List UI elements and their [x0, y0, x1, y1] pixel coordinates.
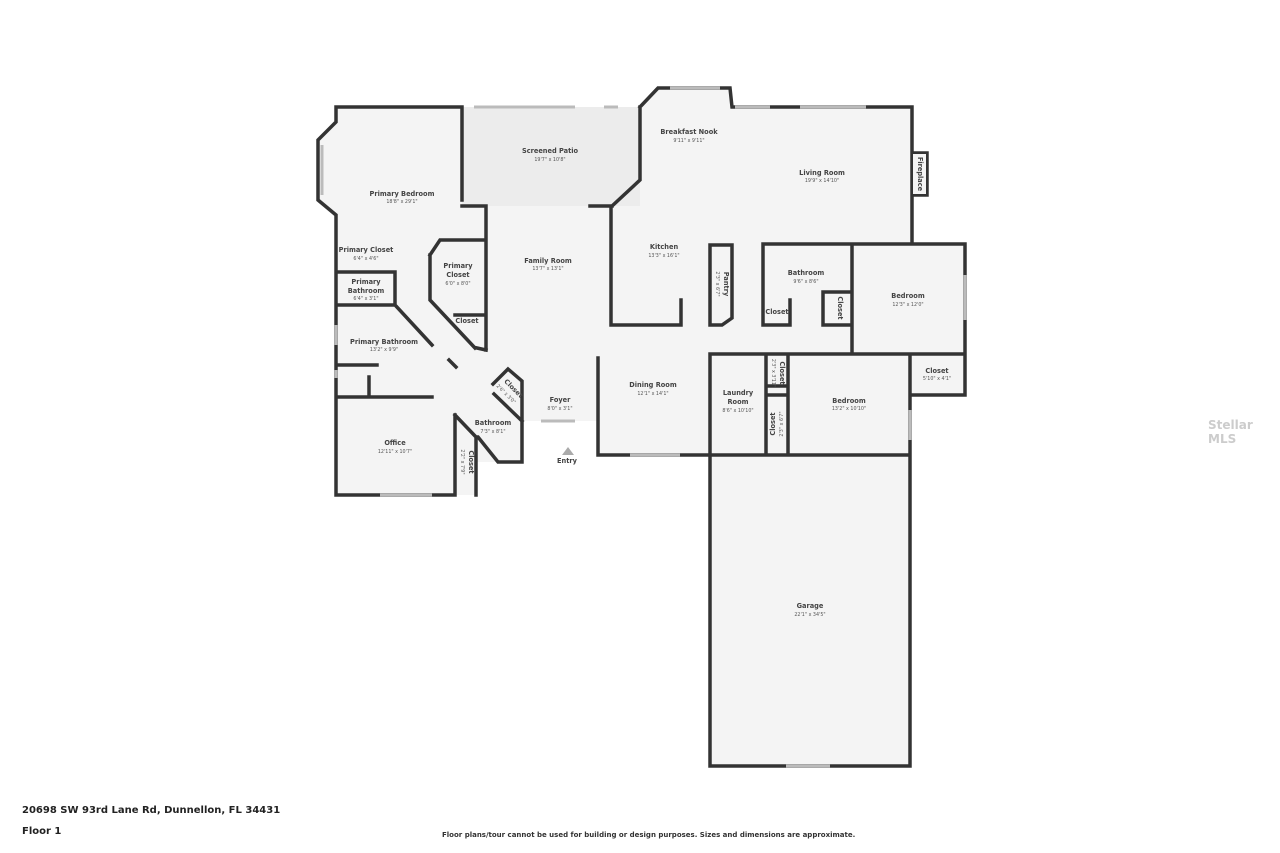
room-garage: Garage [797, 602, 824, 610]
room-bedroom-1: Bedroom [891, 292, 925, 300]
room-closet: Closet [467, 450, 475, 473]
room-dims: 12'3" x 12'0" [892, 302, 923, 308]
room-primary-bedroom: Primary Bedroom [370, 190, 435, 198]
room-breakfast-nook: Breakfast Nook [660, 128, 718, 136]
room-dims: 2'2" x 7'9" [459, 449, 465, 474]
disclaimer: Floor plans/tour cannot be used for buil… [442, 831, 856, 839]
room-labels: Screened Patio 19'7" x 10'8" Primary Bed… [339, 128, 951, 618]
room-dims: 8'0" x 3'1" [547, 406, 572, 412]
room-closet: Closet [778, 361, 786, 384]
room-dims: 12'11" x 10'7" [378, 449, 412, 455]
room-dims: 18'8" x 29'1" [386, 199, 417, 205]
entry-arrow-icon [562, 447, 574, 455]
room-closet: Closet [455, 317, 478, 325]
room-closet: Closet [836, 296, 844, 319]
room-screened-patio: Screened Patio [522, 147, 579, 155]
room-dims: 13'7" x 13'1" [532, 266, 563, 272]
room-dims: 9'6" x 8'6" [793, 279, 818, 285]
room-dims: 13'2" x 9'9" [370, 347, 398, 353]
room-dims: 13'3" x 16'1" [648, 253, 679, 259]
address: 20698 SW 93rd Lane Rd, Dunnellon, FL 344… [22, 805, 281, 816]
room-dims: 2'3" x 6'7" [779, 411, 785, 436]
room-dims: 6'4" x 3'1" [353, 296, 378, 302]
room-closet: Closet [765, 308, 788, 316]
room-fireplace: Fireplace [916, 157, 924, 192]
floor-label: Floor 1 [22, 826, 62, 837]
room-dims: 6'0" x 8'0" [445, 281, 470, 287]
room-kitchen: Kitchen [650, 243, 679, 251]
floor-area [318, 88, 965, 766]
room-closet: Closet [769, 412, 777, 435]
watermark: Stellar MLS [1208, 418, 1253, 446]
room-dims: 7'3" x 8'1" [480, 429, 505, 435]
room-living-room: Living Room [799, 169, 845, 177]
entry-label: Entry [557, 457, 578, 465]
walls [316, 86, 967, 768]
room-primary-closet: Primary Closet [339, 246, 394, 254]
room-dims: 22'1" x 34'5" [794, 612, 825, 618]
room-dining-room: Dining Room [629, 381, 677, 389]
room-bathroom-2: Bathroom [788, 269, 825, 277]
room-laundry-room: Laundry [723, 389, 754, 397]
windows [320, 86, 967, 768]
room-bathroom-1: Bathroom [475, 419, 512, 427]
room-office: Office [384, 439, 406, 447]
room-primary-closet-2: Primary [443, 262, 473, 270]
room-dims: 9'11" x 9'11" [673, 138, 704, 144]
room-dims: 13'2" x 10'10" [832, 406, 866, 412]
room-dims: 8'6" x 10'10" [722, 408, 753, 414]
room-dims: 2'3" x 3'11" [770, 359, 776, 387]
room-family-room: Family Room [524, 257, 572, 265]
room-name-line2: Bathroom [348, 287, 385, 295]
room-primary-bathroom: Primary Bathroom [350, 338, 418, 346]
room-name-line2: Room [727, 398, 748, 406]
room-dims: 19'9" x 14'10" [805, 178, 839, 184]
room-dims: 19'7" x 10'8" [534, 157, 565, 163]
room-dims: 2'3" x 6'7" [714, 271, 720, 296]
room-foyer: Foyer [550, 396, 572, 404]
room-name-line2: Closet [446, 271, 469, 279]
room-dims: 12'1" x 14'1" [637, 391, 668, 397]
room-primary-bathroom-small: Primary [351, 278, 381, 286]
room-bedroom-2: Bedroom [832, 397, 866, 405]
room-closet: Closet [925, 367, 948, 375]
room-dims: 5'10" x 4'1" [923, 376, 951, 382]
room-dims: 6'4" x 4'6" [353, 256, 378, 262]
fireplace [911, 152, 928, 196]
room-pantry: Pantry [722, 272, 730, 297]
patio-area [462, 107, 640, 206]
